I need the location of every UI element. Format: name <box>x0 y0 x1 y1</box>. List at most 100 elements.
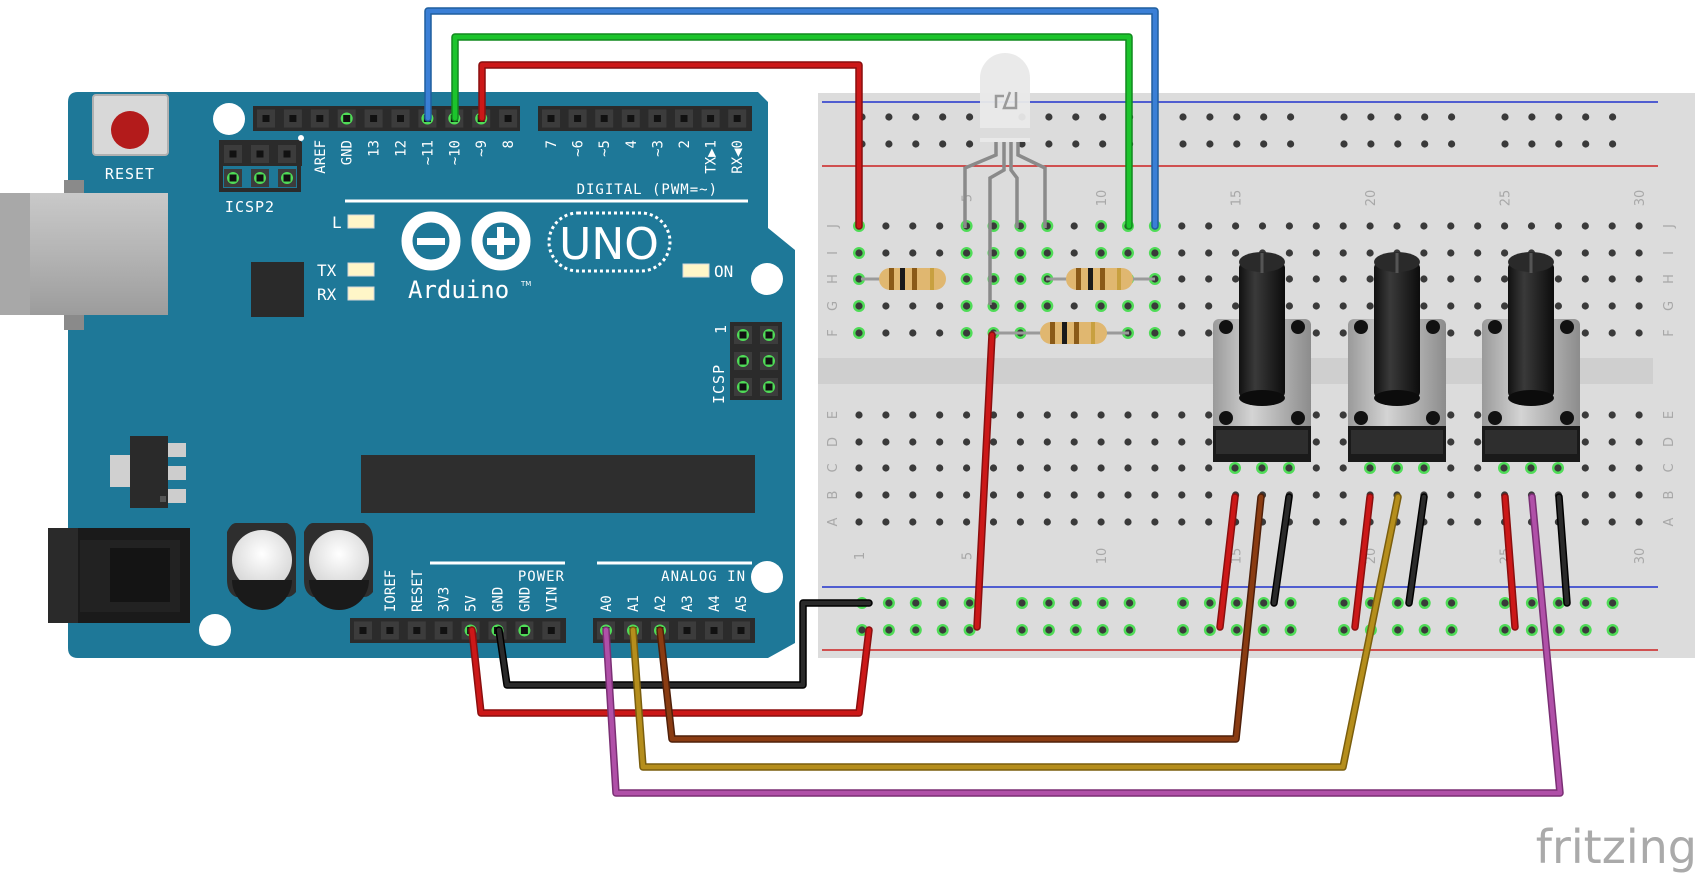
row-label: D <box>1662 437 1677 447</box>
column-number: 10 <box>1095 548 1110 565</box>
column-number: 1 <box>853 552 868 560</box>
digital-pin-label: 2 <box>677 140 693 148</box>
digital-pin-label: 13 <box>367 140 383 157</box>
wire-gold-a1 <box>629 493 1402 771</box>
reset-label: RESET <box>105 165 155 183</box>
capacitor <box>227 523 296 610</box>
row-label: F <box>826 329 841 336</box>
reset-button[interactable] <box>92 94 169 156</box>
mounting-hole <box>213 103 245 135</box>
potentiometer[interactable] <box>1213 252 1311 474</box>
tm-mark: TM <box>520 280 531 288</box>
row-label: I <box>1662 251 1677 255</box>
led-tx <box>347 262 375 277</box>
column-number: 30 <box>1633 548 1648 565</box>
analog-pin-label: A0 <box>599 595 615 612</box>
digital-pin-label: ~10 <box>447 140 463 165</box>
row-label: E <box>826 411 841 419</box>
row-label: D <box>826 437 841 447</box>
icsp2-header <box>219 140 302 192</box>
row-label: H <box>826 274 841 284</box>
digital-header <box>253 106 752 131</box>
led-rx <box>347 286 375 301</box>
digital-pin-label: GND <box>340 140 356 165</box>
column-number: 15 <box>1230 548 1245 565</box>
power-label: POWER <box>518 569 565 585</box>
icsp2-label: ICSP2 <box>225 198 275 216</box>
row-label: G <box>1662 301 1677 311</box>
rgb-led-legs <box>963 142 1047 305</box>
column-number: 25 <box>1499 190 1514 207</box>
digital-pin-label: 12 <box>394 140 410 157</box>
wire-red-pin9 <box>478 61 863 230</box>
on-label: ON <box>714 262 733 281</box>
pot-wire <box>1556 494 1570 606</box>
analog-pin-label: A3 <box>680 595 696 612</box>
row-label: A <box>826 517 841 526</box>
potentiometer[interactable] <box>1348 252 1446 474</box>
potentiometer[interactable] <box>1482 252 1580 474</box>
resistor <box>1040 322 1107 344</box>
power-rail-lines <box>822 101 1658 651</box>
pot-wire <box>1271 494 1292 606</box>
analog-pin-label: A2 <box>653 595 669 612</box>
digital-pin-label: 4 <box>624 140 640 148</box>
row-label: A <box>1662 517 1677 526</box>
row-label: F <box>1662 329 1677 336</box>
usb-chip <box>251 262 304 317</box>
icsp-header <box>730 322 782 400</box>
mounting-hole <box>751 561 783 593</box>
column-number: 30 <box>1633 190 1648 207</box>
usb-connector <box>0 180 168 330</box>
power-header <box>350 618 566 643</box>
capacitor <box>304 523 373 610</box>
atmega-chip <box>361 455 755 513</box>
mounting-hole <box>751 263 783 295</box>
wire-black-gnd <box>495 599 873 689</box>
resistor <box>1066 268 1133 290</box>
pot-wire <box>1502 494 1518 630</box>
pot-wire <box>1352 494 1373 630</box>
row-label: I <box>826 251 841 255</box>
analog-pin-label: A1 <box>626 595 642 612</box>
wire-green <box>451 33 1133 230</box>
digital-pin-label: ~3 <box>650 140 666 157</box>
pot-wire <box>1217 494 1238 630</box>
power-pin-label: GND <box>517 587 533 612</box>
led-l <box>347 214 375 229</box>
uno-text: UNO <box>559 219 659 270</box>
row-label: E <box>1662 411 1677 419</box>
resistor <box>879 268 946 290</box>
power-jack <box>48 528 190 623</box>
mounting-hole <box>199 614 231 646</box>
digital-pin-label: ~5 <box>597 140 613 157</box>
wire-red-led <box>973 331 996 631</box>
rx-label: RX <box>317 285 337 304</box>
column-number: 15 <box>1230 190 1245 207</box>
power-pin-label: 3V3 <box>437 587 453 612</box>
row-label: B <box>1662 491 1677 500</box>
digital-pin-label: 7 <box>544 140 560 148</box>
board-outline <box>68 92 795 658</box>
digital-label: DIGITAL (PWM=~) <box>577 182 718 198</box>
rgb-led <box>974 53 1036 142</box>
voltage-regulator <box>110 436 186 508</box>
uno-badge <box>547 211 672 273</box>
digital-pin-label: 8 <box>501 140 517 148</box>
potentiometers <box>1213 252 1580 474</box>
column-number: 5 <box>961 552 976 560</box>
row-label: J <box>1662 224 1677 229</box>
digital-pin-label: ~11 <box>420 140 436 165</box>
digital-pin-label: RX◀0 <box>730 140 746 174</box>
wires <box>424 7 1571 797</box>
power-pin-label: GND <box>491 587 507 612</box>
column-number: 20 <box>1364 548 1379 565</box>
digital-pin-label: TX▶1 <box>704 140 720 174</box>
column-number: 5 <box>961 194 976 202</box>
components <box>861 53 1580 474</box>
wire-purple-a0 <box>602 493 1564 797</box>
